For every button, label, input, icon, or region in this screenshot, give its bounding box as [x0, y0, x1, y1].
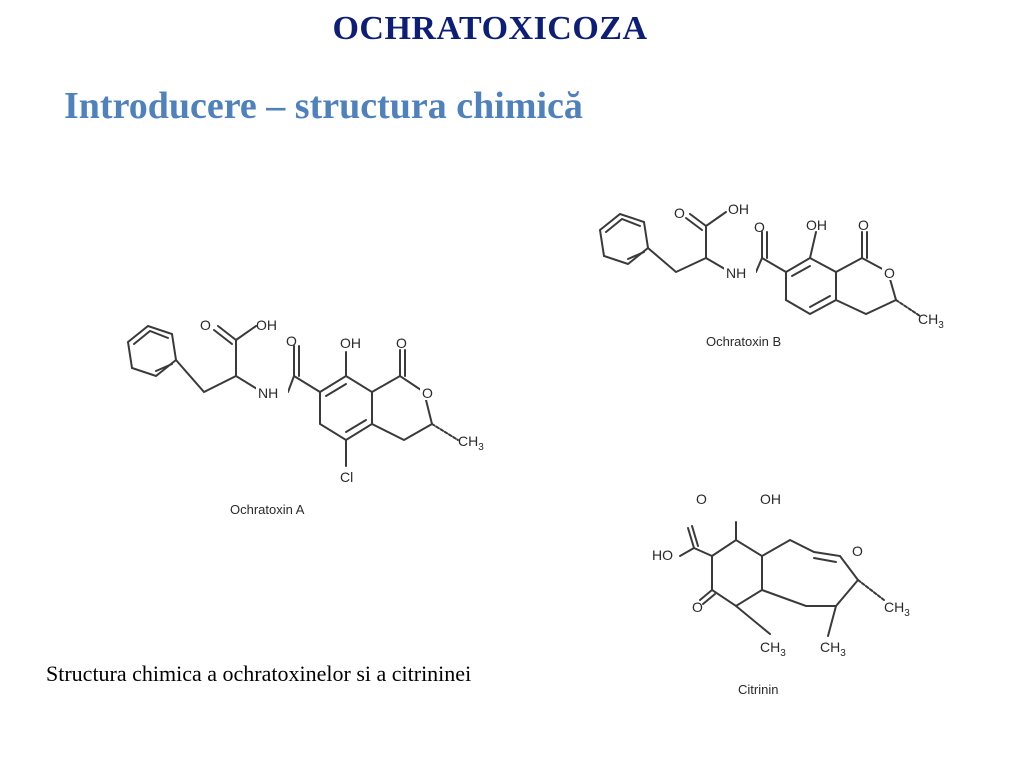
acid-oh-bond: [235, 325, 257, 341]
slide-subtitle: Introducere – structura chimică: [64, 85, 583, 127]
figure-caption: Structura chimica a ochratoxinelor si a …: [46, 661, 472, 686]
aromatic-inner-bond-2: [345, 419, 367, 433]
label-oh: OH: [256, 317, 277, 333]
label-ch3-bottom-right: CH3: [820, 639, 846, 659]
amide-ring-bond: [293, 375, 321, 393]
ochratoxin-b-caption: Ochratoxin B: [706, 334, 781, 349]
phenyl-ring: [598, 212, 650, 266]
lactone-ring: [371, 374, 434, 442]
label-cl: Cl: [340, 469, 353, 485]
ochratoxin-b-structure: O OH O NH OH O O CH3 Ochratoxin B: [598, 201, 944, 349]
label-amide-o: O: [286, 333, 297, 349]
label-ring-o: O: [884, 265, 895, 281]
label-o: O: [200, 317, 211, 333]
label-ch3: CH3: [918, 311, 944, 331]
label-oh: OH: [760, 491, 781, 507]
carboxyl-bond: [693, 547, 713, 557]
phenyl-inner-bond: [133, 329, 169, 345]
label-ch3-right: CH3: [884, 599, 910, 619]
methyl-bond-1: [735, 605, 771, 635]
label-lactone-o: O: [858, 217, 869, 233]
label-ho: HO: [652, 547, 673, 563]
label-ch3: CH3: [458, 433, 484, 453]
quinone-ring: [711, 538, 763, 608]
nh-bond: [287, 375, 295, 393]
slide-title: OCHRATOXICOZA: [332, 10, 648, 47]
side-chain-bond: [175, 359, 263, 394]
pyran-double-bond: [813, 557, 837, 563]
methyl-bond-2: [827, 605, 837, 637]
citrinin-caption: Citrinin: [738, 682, 778, 697]
carboxyl-oh-bond: [679, 547, 695, 557]
keto-bond: [699, 589, 713, 601]
carboxyl-co-bond: [687, 527, 695, 549]
oh-bond: [809, 231, 817, 259]
pyran-ring: [761, 538, 860, 607]
aromatic-inner-bond: [325, 383, 347, 397]
label-amide-o: O: [754, 219, 765, 235]
carbonyl-bond: [689, 213, 707, 227]
label-ring-o: O: [422, 385, 433, 401]
label-lactone-o: O: [396, 335, 407, 351]
nh-bond: [755, 257, 763, 273]
phenyl-inner-bond: [605, 217, 641, 233]
carbonyl-bond: [217, 325, 237, 341]
amide-ring-bond: [761, 257, 787, 273]
aromatic-inner-bond-2: [809, 295, 831, 308]
methyl-bond: [895, 299, 921, 317]
ochratoxin-a-structure: O OH O NH OH O O Cl CH3 Ochratoxin A: [126, 317, 484, 517]
ochratoxin-a-caption: Ochratoxin A: [230, 502, 305, 517]
label-o: O: [696, 491, 707, 507]
carbonyl-double-bond: [213, 329, 233, 345]
carbonyl-double-bond: [685, 217, 703, 231]
phenyl-inner-bond-2: [627, 251, 645, 260]
label-oh: OH: [728, 201, 749, 217]
label-phenol-oh: OH: [340, 335, 361, 351]
methyl-bond: [431, 423, 459, 441]
label-ring-o: O: [852, 543, 863, 559]
citrinin-structure: O OH HO O O CH3 CH3 CH3 Citrinin: [652, 491, 910, 697]
phenyl-ring: [126, 324, 178, 378]
aromatic-ring: [319, 374, 373, 442]
lactone-ring: [835, 256, 898, 316]
label-keto-o: O: [692, 599, 703, 615]
label-nh: NH: [726, 265, 746, 281]
carboxyl-co-double-bond: [691, 525, 699, 547]
label-ch3-bottom-left: CH3: [760, 639, 786, 659]
label-o: O: [674, 205, 685, 221]
label-phenol-oh: OH: [806, 217, 827, 233]
side-chain-bond: [647, 247, 731, 274]
label-nh: NH: [258, 385, 278, 401]
keto-double-bond: [702, 593, 716, 605]
phenyl-inner-bond-2: [155, 363, 173, 372]
methyl-bond-3: [857, 579, 885, 601]
aromatic-inner-bond: [791, 265, 811, 277]
acid-oh-bond: [705, 211, 727, 227]
